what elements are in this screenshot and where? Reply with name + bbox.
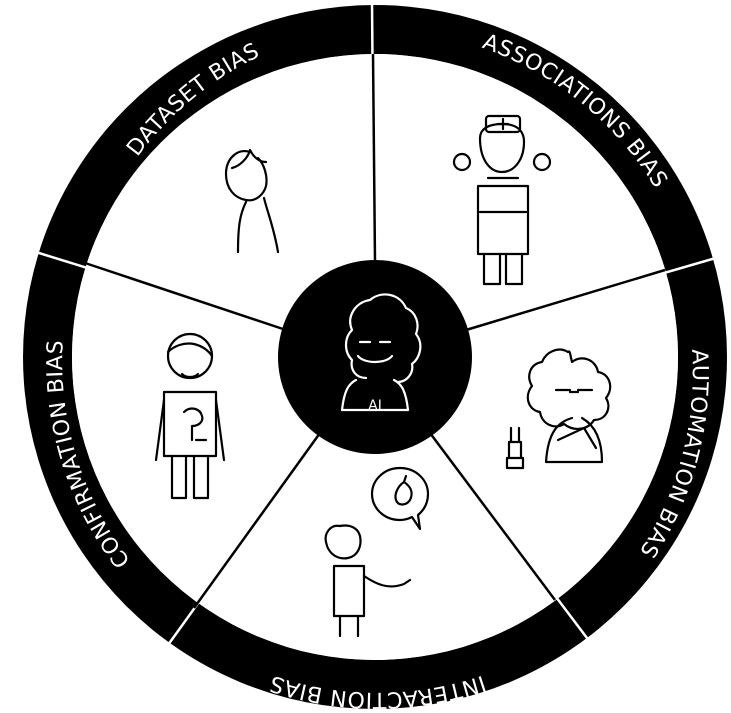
woman-with-robot-arm-icon (505, 348, 612, 470)
nurse-icon (452, 114, 552, 286)
ai-persona-icon (340, 293, 422, 412)
center-ai-label: AI (368, 398, 382, 414)
spokes (81, 53, 666, 609)
person-speech-bubble-icon (324, 466, 430, 638)
person-profile-icon (224, 148, 280, 254)
person-with-dinosaur-shirt-icon (154, 332, 226, 500)
center-circle (278, 260, 472, 454)
